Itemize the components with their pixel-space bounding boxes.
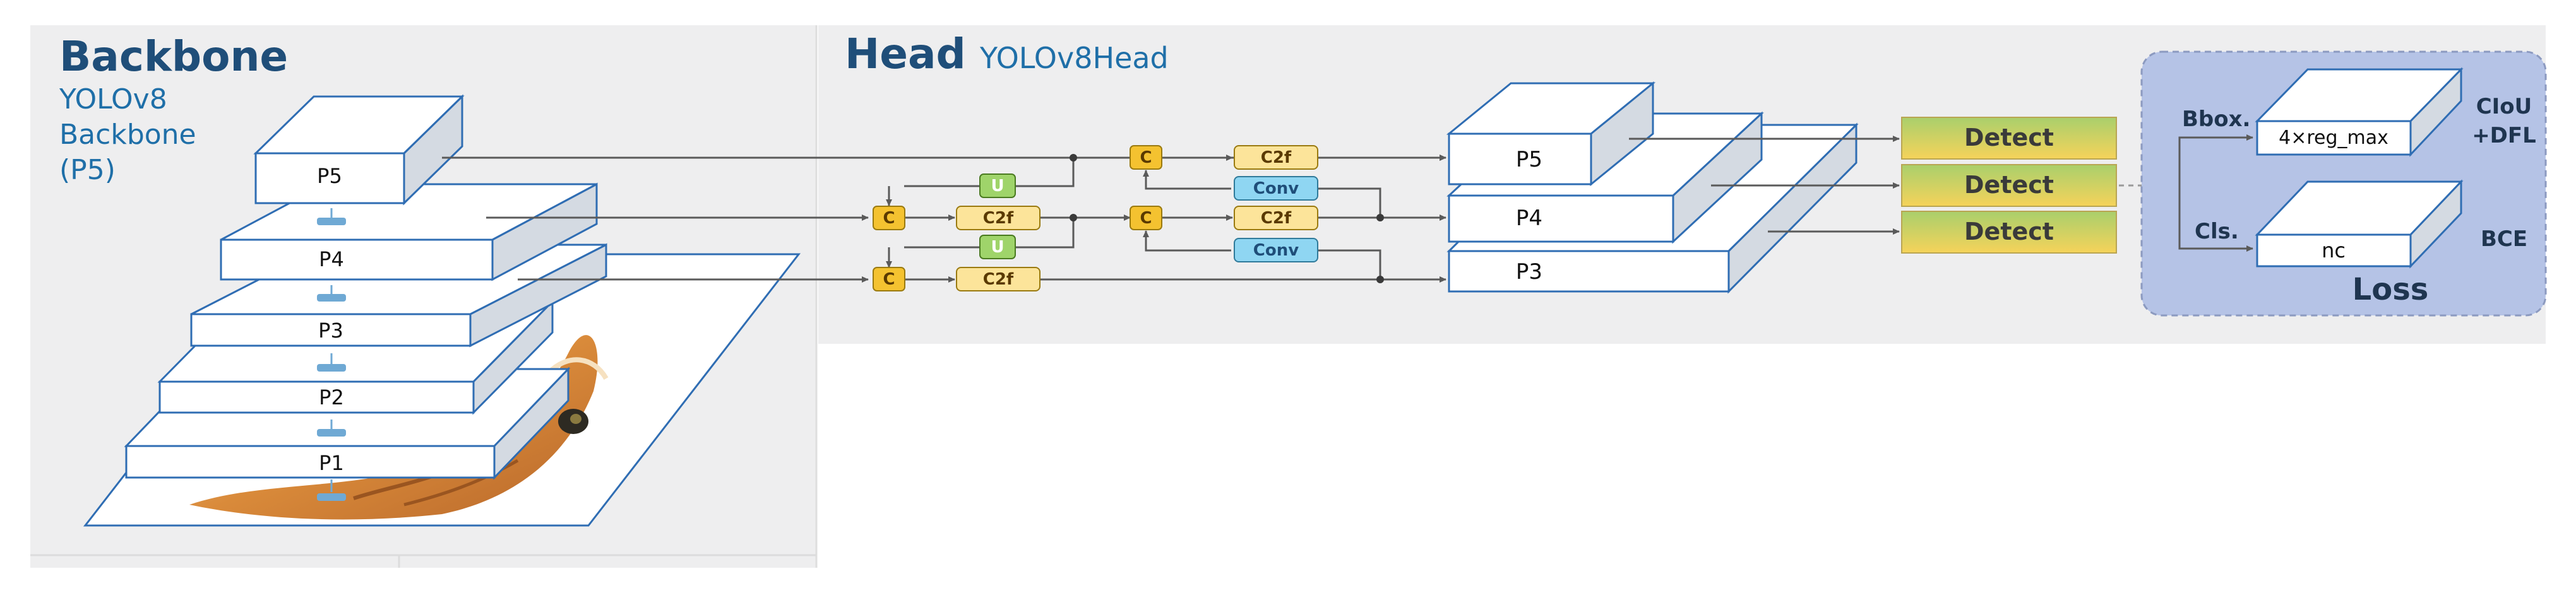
cls-block-front [2256, 233, 2412, 267]
block-p1-label: P1 [319, 451, 344, 475]
node-c-bot: C [873, 267, 905, 291]
svg-text:Conv: Conv [1253, 179, 1299, 198]
connector-p4-p3 [317, 294, 346, 302]
node-c2f-bot: C2f [956, 267, 1041, 291]
svg-text:Conv: Conv [1253, 241, 1299, 260]
out-p5-label: P5 [1516, 147, 1542, 172]
backbone-subtitle-line-3: (P5) [59, 154, 116, 186]
node-u-bot: U [979, 235, 1016, 259]
node-conv-mid: Conv [1234, 238, 1318, 262]
node-c2f-mid: C2f [956, 206, 1041, 230]
node-u-top: U [979, 173, 1016, 198]
out-p4-front [1448, 194, 1674, 243]
svg-text:C2f: C2f [1261, 148, 1292, 167]
detect-box-3: Detect [1901, 211, 2117, 254]
svg-text:Detect: Detect [1964, 171, 2054, 199]
svg-text:C2f: C2f [983, 209, 1014, 228]
out-p3-label: P3 [1516, 259, 1542, 285]
block-p5-label: P5 [317, 164, 342, 188]
loss-title: Loss [2352, 272, 2429, 307]
bbox-branch-label: Bbox. [2182, 107, 2250, 132]
block-p3-front [190, 313, 472, 347]
connector-p2-p1 [317, 429, 346, 437]
bbox-block-label: 4×reg_max [2279, 127, 2388, 149]
backbone-subtitle-line-2: Backbone [59, 119, 196, 151]
svg-text:C: C [883, 209, 895, 228]
connector-p1-base [317, 493, 346, 501]
svg-text:C2f: C2f [983, 270, 1014, 289]
block-p2-front [158, 380, 475, 414]
bbox-loss-line-2: +DFL [2472, 123, 2536, 148]
detect-box-2: Detect [1901, 164, 2117, 207]
head-subtitle: YOLOv8Head [979, 41, 1169, 75]
block-p5-front [254, 152, 405, 204]
head-title: Head [845, 30, 966, 78]
connector-p5-p4 [317, 218, 346, 225]
svg-text:C: C [1140, 148, 1152, 167]
svg-text:Detect: Detect [1964, 124, 2054, 151]
cls-block-label: nc [2322, 238, 2346, 262]
out-p5-front [1448, 132, 1592, 185]
svg-text:C: C [883, 270, 895, 289]
out-p3-front [1448, 250, 1730, 293]
node-c-mid2: C [1130, 206, 1162, 230]
cls-loss-label: BCE [2481, 226, 2527, 252]
block-p1-front [125, 445, 496, 479]
svg-text:C: C [1140, 209, 1152, 228]
cls-branch-label: Cls. [2195, 219, 2239, 244]
block-p3-label: P3 [318, 319, 343, 343]
svg-text:Detect: Detect [1964, 218, 2054, 245]
svg-text:U: U [991, 177, 1004, 196]
block-p2-label: P2 [319, 385, 344, 409]
node-c-top2: C [1130, 145, 1162, 170]
node-c-mid: C [873, 206, 905, 230]
out-p4-label: P4 [1516, 206, 1542, 231]
loss-connections [2178, 134, 2253, 252]
detect-box-1: Detect [1901, 117, 2117, 160]
connector-p3-p2 [317, 364, 346, 372]
bbox-block-front [2256, 120, 2412, 156]
svg-text:C2f: C2f [1261, 209, 1292, 228]
node-c2f-mid2: C2f [1234, 206, 1318, 230]
block-p4-front [220, 238, 494, 281]
node-c2f-top2: C2f [1234, 145, 1318, 170]
svg-text:U: U [991, 238, 1004, 257]
node-conv-top: Conv [1234, 176, 1318, 201]
backbone-title: Backbone [59, 32, 288, 81]
bbox-loss-line-1: CIoU [2476, 94, 2532, 119]
block-p4-label: P4 [319, 247, 344, 271]
backbone-subtitle-line-1: YOLOv8 [59, 83, 167, 115]
